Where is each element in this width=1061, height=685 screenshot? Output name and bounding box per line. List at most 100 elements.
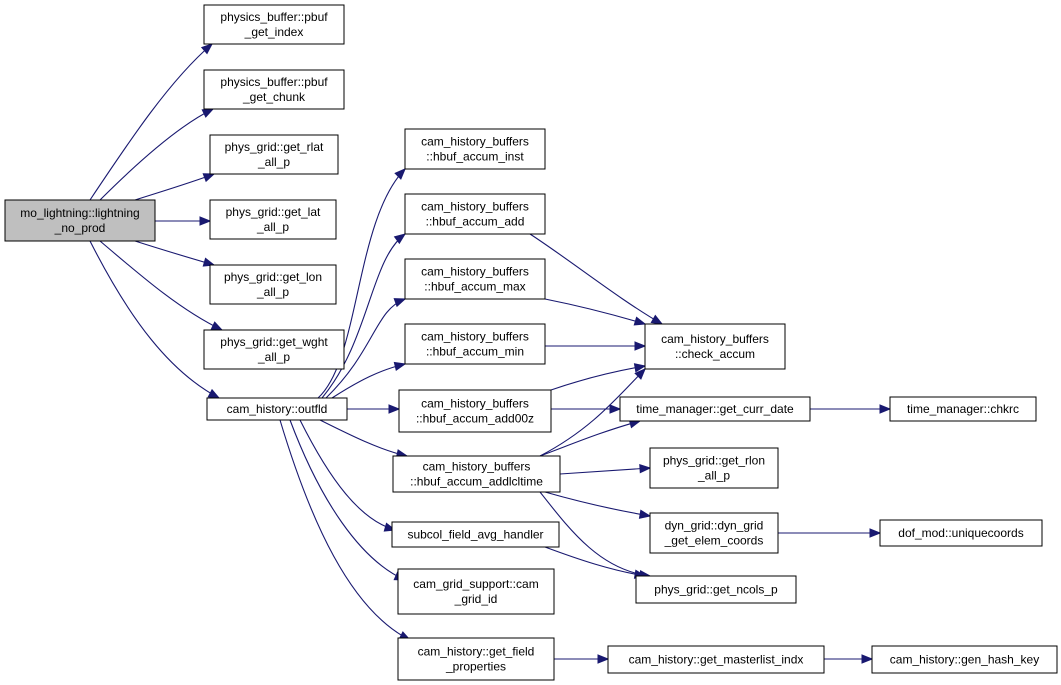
node-root[interactable]: mo_lightning::lightning_no_prod (4, 199, 156, 242)
node-label-line: _all_p (257, 155, 290, 169)
node-get-rlon[interactable]: phys_grid::get_rlon_all_p (649, 447, 779, 489)
arrowhead-icon (201, 108, 215, 118)
node-label-line: _all_p (256, 220, 289, 234)
node-elem-coords[interactable]: dyn_grid::dyn_grid_get_elem_coords (649, 512, 779, 554)
edge-root-to-pbuf_chunk (99, 108, 215, 201)
edge-line (89, 43, 213, 201)
node-outfld[interactable]: cam_history::outfld (206, 397, 348, 421)
node-box (607, 645, 825, 674)
arrowhead-icon (202, 257, 216, 267)
node-label-line: _grid_id (454, 592, 498, 606)
edge-line (544, 491, 651, 517)
node-box (4, 199, 156, 242)
node-ncols-p[interactable]: phys_grid::get_ncols_p (635, 575, 797, 604)
node-label-line: time_manager::chkrc (907, 402, 1019, 416)
node-label-line: phys_grid::get_ncols_p (654, 583, 778, 597)
node-masterlist[interactable]: cam_history::get_masterlist_indx (607, 645, 825, 674)
node-label-line: time_manager::get_curr_date (636, 402, 794, 416)
node-label-line: mo_lightning::lightning (20, 206, 139, 220)
call-edges (89, 43, 892, 664)
node-label-line: _get_chunk (242, 90, 306, 104)
node-box (203, 329, 345, 370)
node-grid-id[interactable]: cam_grid_support::cam_grid_id (397, 568, 555, 615)
node-label-line: cam_history::gen_hash_key (890, 653, 1039, 667)
edge-outfld-to-accum_addlcltime (319, 419, 409, 459)
node-box (392, 455, 561, 493)
node-accum-add[interactable]: cam_history_buffers::hbuf_accum_add (404, 193, 546, 235)
node-label-line: phys_grid::get_lon (224, 270, 322, 284)
edge-root-to-get_lat (155, 216, 212, 226)
node-get-lat[interactable]: phys_grid::get_lat_all_p (209, 199, 337, 240)
arrowhead-icon (393, 233, 407, 245)
edge-accum_add-to-check_accum (529, 233, 664, 325)
node-box (206, 397, 348, 421)
arrowhead-icon (200, 43, 214, 55)
node-subcol[interactable]: subcol_field_avg_handler (391, 521, 560, 548)
node-pbuf-index[interactable]: physics_buffer::pbuf_get_index (203, 4, 345, 45)
edge-line (89, 240, 220, 399)
node-accum-add00z[interactable]: cam_history_buffers::hbuf_accum_add00z (398, 389, 552, 433)
node-accum-max[interactable]: cam_history_buffers::hbuf_accum_max (404, 258, 546, 300)
node-box (209, 264, 337, 305)
node-label-line: dyn_grid::dyn_grid (665, 519, 764, 533)
node-label-line: phys_grid::get_rlat (225, 140, 324, 154)
edge-line (550, 365, 646, 391)
node-pbuf-chunk[interactable]: physics_buffer::pbuf_get_chunk (203, 69, 345, 110)
edge-outfld-to-accum_add00z (347, 404, 401, 414)
node-label-line: ::hbuf_accum_max (424, 280, 525, 294)
node-label-line: cam_history_buffers (421, 135, 529, 149)
node-get-rlat[interactable]: phys_grid::get_rlat_all_p (209, 134, 339, 175)
arrowhead-icon (638, 509, 652, 519)
node-gen-hash[interactable]: cam_history::gen_hash_key (871, 645, 1058, 674)
edge-line (539, 368, 646, 457)
node-label-line: phys_grid::get_wght (220, 335, 328, 349)
edge-line (319, 419, 408, 457)
node-box (203, 4, 345, 45)
node-chkrc[interactable]: time_manager::chkrc (889, 396, 1037, 422)
node-label-line: cam_history::get_field (418, 645, 535, 659)
node-accum-min[interactable]: cam_history_buffers::hbuf_accum_min (404, 323, 546, 365)
arrowhead-icon (634, 368, 646, 380)
node-accum-addlcltime[interactable]: cam_history_buffers::hbuf_accum_addlclti… (392, 455, 561, 493)
node-get-lon[interactable]: phys_grid::get_lon_all_p (209, 264, 337, 305)
edge-outfld-to-accum_max (325, 298, 407, 399)
edge-line (529, 233, 663, 325)
edge-accum_addlcltime-to-get_rlon (559, 463, 652, 475)
node-field-props[interactable]: cam_history::get_field_properties (397, 637, 555, 681)
edge-line (544, 298, 646, 325)
node-box (649, 512, 779, 554)
node-box (404, 323, 546, 365)
node-box (391, 521, 560, 548)
edge-elem_coords-to-uniquecoords (778, 528, 882, 538)
edge-curr_date-to-chkrc (810, 404, 892, 414)
node-label-line: cam_history_buffers (421, 330, 529, 344)
node-label-line: ::hbuf_accum_inst (426, 150, 524, 164)
node-box (644, 323, 786, 370)
arrowhead-icon (861, 654, 874, 664)
edge-line (539, 491, 651, 577)
arrowhead-icon (199, 216, 212, 226)
node-curr-date[interactable]: time_manager::get_curr_date (619, 396, 811, 422)
node-label-line: phys_grid::get_rlon (663, 454, 765, 468)
edge-line (99, 108, 214, 201)
node-accum-inst[interactable]: cam_history_buffers::hbuf_accum_inst (404, 128, 546, 170)
edge-root-to-get_wght (99, 240, 224, 331)
arrowhead-icon (869, 528, 882, 538)
node-box (879, 519, 1043, 547)
node-box (635, 575, 797, 604)
arrowhead-icon (393, 361, 407, 372)
node-get-wght[interactable]: phys_grid::get_wght_all_p (203, 329, 345, 370)
edge-accum_addlcltime-to-check_accum (539, 368, 646, 457)
node-check-accum[interactable]: cam_history_buffers::check_accum (644, 323, 786, 370)
edge-root-to-outfld (89, 240, 221, 399)
edge-root-to-get_rlat (134, 173, 216, 201)
node-label-line: ::check_accum (675, 347, 755, 361)
arrowhead-icon (393, 298, 407, 308)
edge-outfld-to-accum_min (331, 361, 407, 399)
node-label-line: _all_p (256, 285, 289, 299)
edge-accum_min-to-check_accum (545, 341, 647, 351)
edge-field_props-to-masterlist (553, 654, 610, 664)
node-uniquecoords[interactable]: dof_mod::uniquecoords (879, 519, 1043, 547)
node-box (209, 134, 339, 175)
